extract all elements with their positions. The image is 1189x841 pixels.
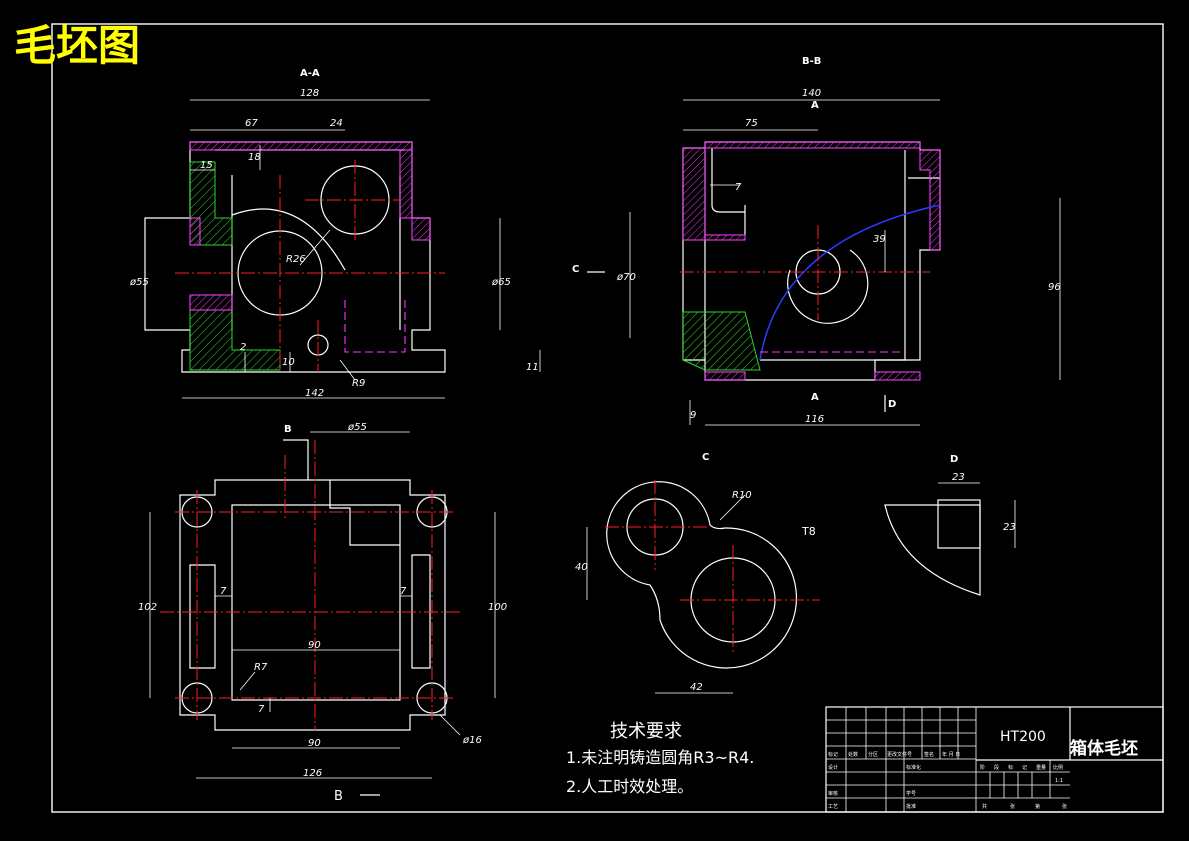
drawing-title: 毛坯图: [14, 21, 140, 70]
section-mark-a-bottom: A: [811, 392, 819, 403]
dim-bb-96: 96: [1048, 282, 1061, 293]
dim-b-102: 102: [138, 602, 157, 613]
tech-requirements: 技术要求 1.未注明铸造圆角R3~R4. 2.人工时效处理。: [566, 721, 754, 796]
dim-aa-o65: ø65: [491, 277, 511, 288]
tb-row-label-4: 更改文件号: [887, 751, 912, 758]
title-block: HT200 箱体毛坯 标记 处数 分区 更改文件号 签名 年 月 日 设计 标准…: [825, 706, 1164, 813]
view-d: D 23 23: [884, 454, 1016, 596]
tb-sheet-total: 共: [982, 803, 987, 810]
tb-row-label-1: 标记: [828, 751, 838, 758]
dim-b-7-left: 7: [220, 586, 227, 597]
view-aa-label: A-A: [300, 68, 320, 79]
dim-aa-r26: R26: [286, 254, 306, 265]
tb-stage-3: 标: [1008, 764, 1013, 771]
drawing-border: [51, 23, 1164, 813]
tb-sheet-unit-1: 张: [1010, 803, 1015, 810]
dim-bb-39: 39: [873, 234, 886, 245]
dim-aa-11: 11: [526, 362, 539, 373]
tech-req-item-2: 2.人工时效处理。: [566, 777, 693, 796]
dim-aa-142: 142: [305, 388, 324, 399]
tb-design: 设计: [828, 764, 838, 771]
material-text: HT200: [1000, 729, 1046, 745]
tb-weight: 重量: [1036, 764, 1046, 771]
dim-aa-24: 24: [330, 118, 343, 129]
view-bb: B-B 140 75 7 ø70 39 96 9 116 A A C D: [572, 56, 1061, 426]
dim-b-100: 100: [488, 602, 507, 613]
dim-bb-140: 140: [802, 88, 821, 99]
dim-aa-10: 10: [282, 357, 295, 368]
tb-stage-2: 段: [994, 764, 999, 771]
view-d-label: D: [950, 454, 958, 465]
dim-aa-r9: R9: [352, 378, 365, 389]
tb-row-label-2: 处数: [848, 751, 858, 758]
view-aa: A-A 128 67 24 15 18 R26 ø55 ø65 2 10 R9 …: [129, 68, 541, 399]
tb-student-id: 学号: [906, 790, 916, 797]
dim-b-90-inner: 90: [308, 640, 321, 651]
view-c-label: C: [702, 452, 709, 463]
view-b: B ø55 102 100 7 7 90 R7 7 90 126 ø16 B: [138, 422, 507, 804]
dim-c-40: 40: [575, 562, 588, 573]
dim-bb-116: 116: [805, 414, 824, 425]
tb-scale-value: 1:1: [1055, 778, 1063, 784]
view-c-note: T8: [801, 525, 816, 538]
dim-b-126: 126: [303, 768, 322, 779]
section-mark-a-top: A: [811, 100, 819, 111]
tb-row-label-3: 分区: [868, 751, 878, 758]
dim-d-23-side: 23: [1003, 522, 1016, 533]
dim-aa-o55: ø55: [129, 277, 149, 288]
dim-b-7-bottom: 7: [258, 704, 265, 715]
tech-req-heading: 技术要求: [610, 721, 682, 742]
dim-aa-2: 2: [240, 342, 246, 353]
view-c: C R10 40 42 T8: [575, 452, 820, 694]
tb-approve: 批准: [906, 803, 916, 810]
tb-row-label-5: 签名: [924, 751, 934, 758]
view-b-bottom-label: B: [334, 789, 343, 804]
view-b-label: B: [284, 424, 292, 435]
dim-bb-75: 75: [745, 118, 758, 129]
dim-b-r7: R7: [254, 662, 268, 673]
tb-sheet-unit-2: 张: [1062, 803, 1067, 810]
dim-aa-67: 67: [245, 118, 258, 129]
tb-stage-4: 记: [1022, 764, 1027, 771]
tb-standard: 标准化: [906, 764, 921, 771]
tb-sheet-no: 第: [1035, 803, 1040, 810]
dim-bb-7: 7: [735, 182, 742, 193]
tb-scale-label: 比例: [1053, 764, 1063, 771]
part-name-text: 箱体毛坯: [1070, 738, 1138, 759]
dim-b-o16: ø16: [462, 735, 482, 746]
dim-d-23-top: 23: [952, 472, 965, 483]
view-bb-label: B-B: [802, 56, 821, 67]
tech-req-item-1: 1.未注明铸造圆角R3~R4.: [566, 748, 754, 767]
tb-process: 工艺: [828, 804, 838, 810]
dim-b-90-outer: 90: [308, 738, 321, 749]
tb-stage-1: 阶: [980, 764, 985, 771]
dim-c-42: 42: [690, 682, 703, 693]
view-mark-c: C: [572, 264, 579, 275]
tb-row-label-6: 年 月 日: [942, 751, 960, 758]
dim-c-r10: R10: [732, 490, 752, 501]
dim-aa-128: 128: [300, 88, 319, 99]
dim-bb-o70: ø70: [616, 272, 636, 283]
dim-aa-18: 18: [248, 152, 261, 163]
dim-bb-9: 9: [690, 410, 696, 421]
dim-b-o55: ø55: [347, 422, 367, 433]
view-mark-d: D: [888, 399, 896, 410]
dim-aa-15: 15: [200, 160, 213, 171]
dim-b-7-right: 7: [400, 586, 407, 597]
tb-review: 审核: [828, 790, 838, 797]
